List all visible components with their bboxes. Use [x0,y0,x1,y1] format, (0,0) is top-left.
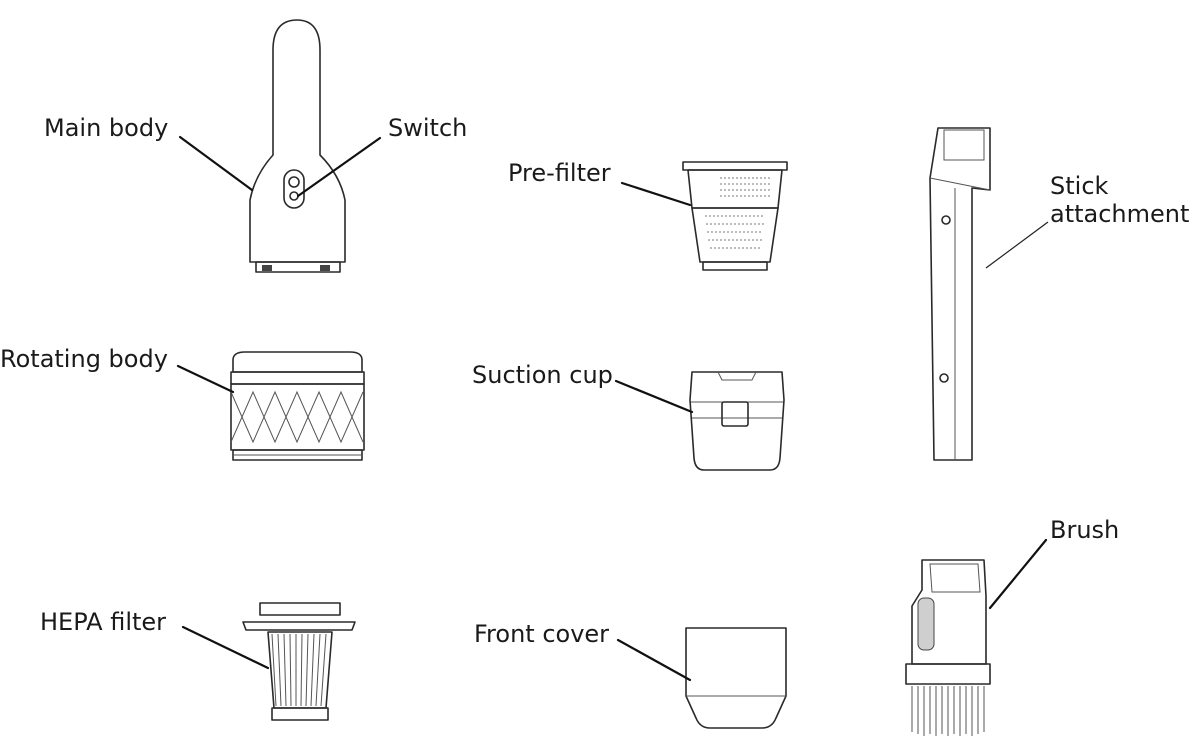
front-cover-leader [616,638,692,682]
brush-leader [988,538,1048,610]
suction-cup-part [689,371,785,471]
brush-label: Brush [1050,516,1120,544]
stick-attachment-label-line2: attachment [1050,200,1190,228]
front-cover-part [685,627,787,729]
front-cover-label: Front cover [474,620,610,648]
rotating-body-part [230,351,365,461]
rotating-body-leader [176,364,235,394]
brush-part [905,559,991,736]
pre-filter-leader [620,181,692,207]
switch-leader [296,136,382,198]
suction-cup-label: Suction cup [472,361,613,389]
switch-label: Switch [388,114,468,142]
hepa-filter-part [242,602,356,721]
main-body-part [249,19,346,273]
hepa-filter-label: HEPA filter [40,608,167,636]
main-body-leader [178,135,254,192]
stick-attachment-part [929,127,991,461]
pre-filter-label: Pre-filter [508,159,611,187]
stick-attachment-label-line1: Stick [1050,172,1109,200]
main-body-label: Main body [44,114,169,142]
suction-cup-leader [614,379,694,414]
hepa-filter-leader [181,625,270,670]
pre-filter-part [682,161,788,271]
stick-attachment-leader [985,221,1049,269]
switch-part [283,169,305,209]
rotating-body-label: Rotating body [0,345,168,373]
